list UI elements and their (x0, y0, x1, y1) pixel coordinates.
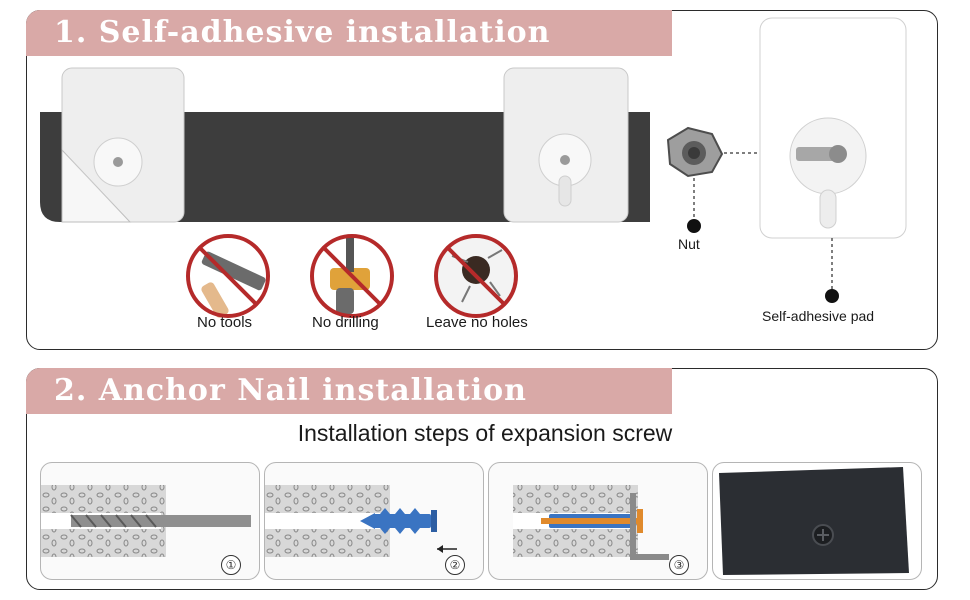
no-holes-icon (434, 234, 518, 318)
section2-subtitle: Installation steps of expansion screw (297, 420, 673, 446)
section1-title: 1. Self-adhesive installation (26, 10, 672, 56)
step-3-card: ③ (488, 462, 708, 580)
board (40, 112, 650, 222)
section2-title: 2. Anchor Nail installation (26, 368, 672, 414)
screw-step-illustration (513, 485, 669, 560)
nut-icon (666, 126, 724, 178)
step-3-number: ③ (669, 555, 689, 575)
no-drilling-icon (310, 234, 394, 318)
pad-label: Self-adhesive pad (762, 308, 875, 324)
no-tools-label: No tools (197, 314, 253, 331)
step-2-card: ② (264, 462, 484, 580)
no-tools-icon (186, 234, 270, 318)
step-2-number: ② (445, 555, 465, 575)
no-drilling-label: No drilling (312, 314, 379, 331)
step-1-card: ① (40, 462, 260, 580)
step-1-number: ① (221, 555, 241, 575)
step-4-card (712, 462, 922, 580)
leave-no-holes-label: Leave no holes (426, 314, 528, 331)
drill-step-illustration (41, 485, 251, 557)
nut-label: Nut (678, 236, 700, 252)
anchor-step-illustration (265, 485, 457, 557)
mounted-screw-illustration (719, 467, 909, 575)
self-adhesive-illustration (40, 17, 907, 318)
